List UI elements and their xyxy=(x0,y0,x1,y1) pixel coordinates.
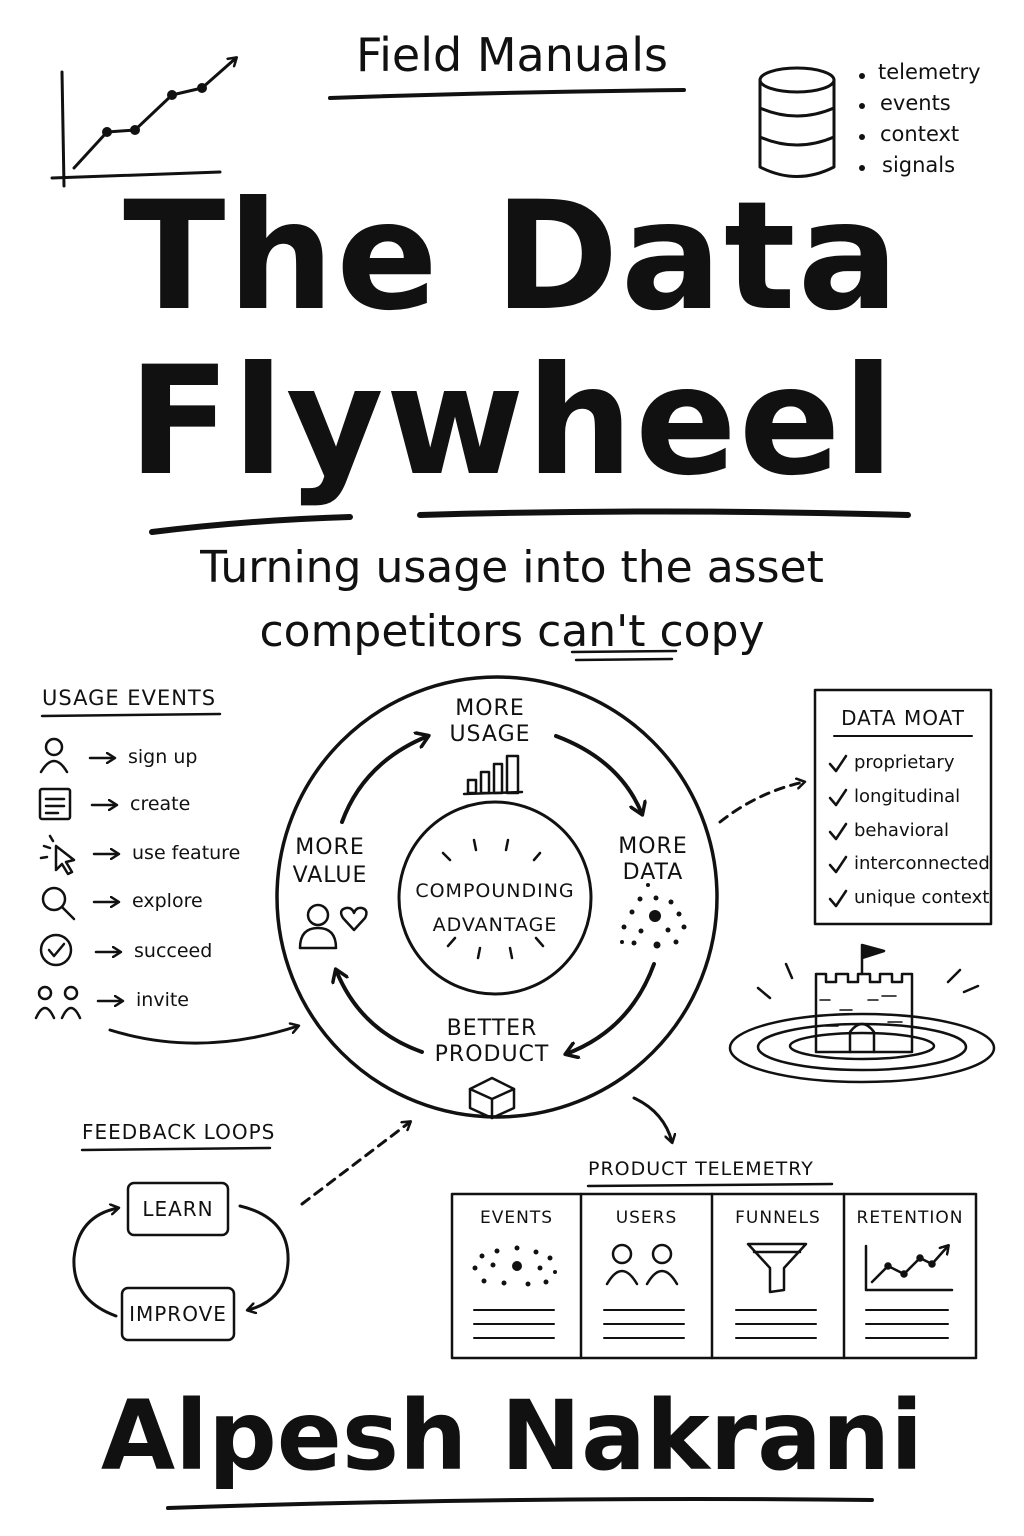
usage-events-underline xyxy=(40,712,222,718)
funnel-icon xyxy=(746,1242,808,1294)
burst-rays xyxy=(441,838,545,960)
usage-event-label: explore xyxy=(132,890,203,912)
flywheel-to-telemetry-arrow xyxy=(632,1096,672,1142)
data-source-item: signals xyxy=(882,153,956,177)
subtitle-line-2: competitors can't copy xyxy=(259,606,765,657)
learn-label: LEARN xyxy=(142,1197,214,1221)
two-people-icon xyxy=(34,985,82,1020)
series-name: Field Manuals xyxy=(356,28,668,82)
improve-box xyxy=(120,1286,236,1342)
usage-event-label: succeed xyxy=(134,940,213,962)
data-moat-item: behavioral xyxy=(854,820,950,841)
feedback-dashed-arrow xyxy=(300,1122,410,1206)
flywheel-cycle-arrows xyxy=(336,736,656,1054)
telemetry-column-label: RETENTION xyxy=(856,1208,964,1228)
usage-event-label: create xyxy=(130,793,191,815)
database-icon xyxy=(758,66,836,178)
bar-chart-icon xyxy=(462,754,524,796)
telemetry-column-label: EVENTS xyxy=(479,1208,553,1228)
usage-event-arrows xyxy=(88,758,122,1001)
usage-event-label: invite xyxy=(136,989,189,1011)
data-source-item: telemetry xyxy=(878,60,981,84)
cant-underline xyxy=(570,649,678,662)
data-moat-heading: DATA MOAT xyxy=(841,706,965,730)
learn-box xyxy=(126,1181,230,1237)
person-heart-icon xyxy=(298,903,368,950)
data-moat-item: longitudinal xyxy=(854,786,961,807)
data-moat-box xyxy=(813,688,993,926)
loop-arrow-left xyxy=(72,1208,118,1318)
castle-moat-icon xyxy=(728,943,996,1084)
telemetry-column-label: USERS xyxy=(615,1208,678,1228)
telemetry-column-label: FUNNELS xyxy=(735,1208,821,1228)
table-text-lines xyxy=(473,1309,949,1339)
loop-arrow-right xyxy=(238,1204,290,1310)
telemetry-underline xyxy=(586,1182,834,1188)
usage-to-flywheel-arrow xyxy=(108,1026,298,1045)
feedback-loops-underline xyxy=(80,1146,272,1152)
flywheel-inner-circle xyxy=(397,800,593,996)
check-marks xyxy=(828,754,848,908)
data-source-item: events xyxy=(880,91,951,115)
data-moat-item: interconnected xyxy=(854,853,990,874)
title-underline-right xyxy=(417,508,911,518)
check-circle-icon xyxy=(39,933,73,967)
usage-events-heading: USAGE EVENTS xyxy=(42,686,217,710)
usage-event-label: sign up xyxy=(128,746,198,768)
feedback-loops-heading: FEEDBACK LOOPS xyxy=(82,1120,276,1144)
title-line-1: The Data xyxy=(123,170,901,344)
data-moat-item: proprietary xyxy=(854,752,955,773)
moat-dashed-arrow xyxy=(718,782,804,824)
usage-event-label: use feature xyxy=(132,842,241,864)
subtitle-emphasis: can't xyxy=(537,606,646,657)
author-underline xyxy=(166,1497,874,1510)
title-line-2: Flywheel xyxy=(128,335,896,509)
trend-chart-icon xyxy=(864,1246,954,1292)
data-dots-icon xyxy=(620,883,687,949)
scatter-dots-icon xyxy=(472,1245,557,1287)
title-underline-left xyxy=(149,514,353,535)
author-name: Alpesh Nakrani xyxy=(100,1380,924,1492)
data-moat-item: unique context xyxy=(854,887,990,908)
data-source-item: context xyxy=(880,122,960,146)
document-icon xyxy=(38,787,72,821)
data-source-bullets xyxy=(859,73,865,171)
series-underline xyxy=(328,88,686,100)
growth-chart-icon xyxy=(50,58,236,188)
users-icon xyxy=(605,1243,679,1286)
improve-label: IMPROVE xyxy=(129,1302,227,1326)
telemetry-table xyxy=(450,1192,978,1360)
subtitle-line-1: Turning usage into the asset xyxy=(200,542,824,593)
cursor-click-icon xyxy=(39,834,76,876)
person-icon xyxy=(39,737,69,774)
telemetry-heading: PRODUCT TELEMETRY xyxy=(588,1158,814,1180)
cube-icon xyxy=(468,1076,516,1120)
magnifier-icon xyxy=(41,886,76,921)
